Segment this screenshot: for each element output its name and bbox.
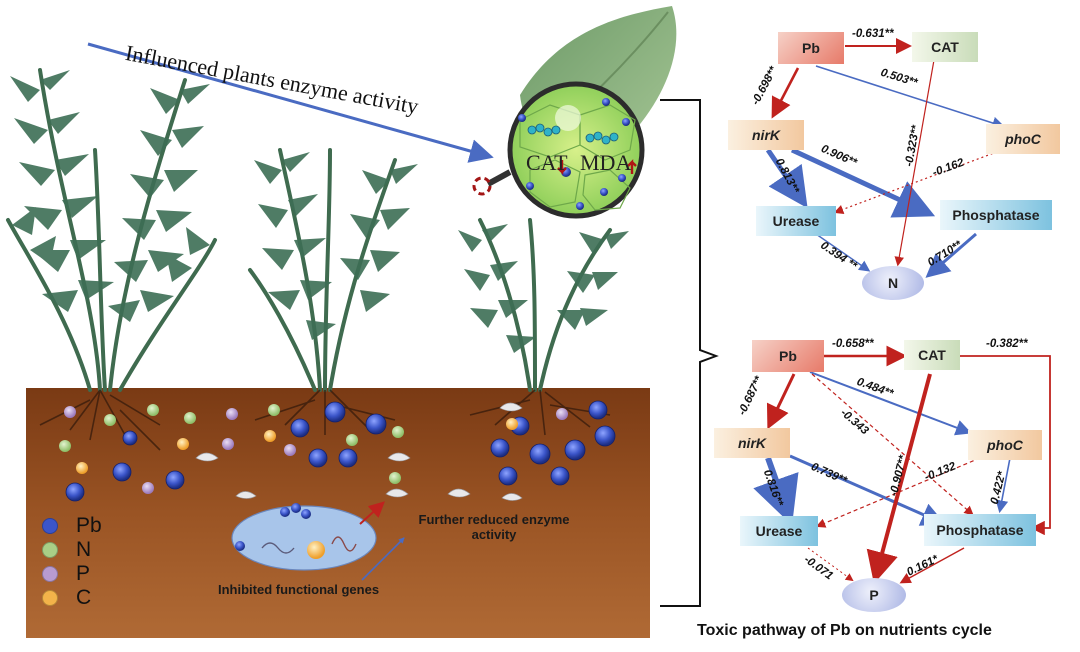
- magnifier-handle: [486, 169, 512, 187]
- top-node-phoc: phoC: [986, 124, 1060, 154]
- soil-c-particles: [76, 418, 518, 474]
- top-node-phosphatase: Phosphatase: [940, 200, 1052, 230]
- bottom-diagram-arrows: [753, 345, 1051, 584]
- legend-label: N: [76, 538, 92, 561]
- further-reduced-label: Further reduced enzyme activity: [418, 512, 570, 542]
- bottom-node-p: P: [842, 578, 906, 612]
- bottom-node-urease: Urease: [740, 516, 818, 546]
- legend-item-c: C: [42, 586, 91, 610]
- bottom-node-nirk: nirK: [714, 428, 790, 458]
- top-diagram-arrows: [765, 38, 1006, 278]
- lens-label-mda: MDA: [580, 150, 632, 175]
- coef-bottom-pb-cat: -0.658**: [832, 338, 874, 350]
- lens-cells: [519, 104, 636, 211]
- bacterium-cell: [231, 505, 377, 571]
- mda-up-arrow-icon: [627, 159, 637, 174]
- magnifier-end-icon: [472, 176, 492, 196]
- top-node-urease: Urease: [756, 206, 836, 236]
- bracket: [660, 99, 719, 607]
- bacterium-blue-arrow: [361, 537, 405, 581]
- soil-p-particles: [64, 406, 568, 494]
- top-node-nirk: nirK: [728, 120, 804, 150]
- soil-pb-particles: [65, 400, 616, 502]
- coef-top-pb-cat: -0.631**: [852, 28, 894, 40]
- soil-n-particles: [59, 404, 404, 484]
- inhibited-genes-label: Inhibited functional genes: [218, 582, 380, 597]
- bottom-node-phosphatase: Phosphatase: [924, 514, 1036, 546]
- enzyme-shapes: [195, 402, 523, 501]
- plant-right-leaves: [458, 224, 629, 353]
- pb-dot-icon: [42, 518, 58, 534]
- c-dot-icon: [42, 590, 58, 606]
- bottom-node-phoc: phoC: [968, 430, 1042, 460]
- bacterium-red-arrow: [359, 501, 385, 525]
- p-dot-icon: [42, 566, 58, 582]
- plant-middle-leaves: [254, 152, 418, 340]
- lens-highlight: [555, 105, 581, 131]
- lens-molecules: [527, 123, 619, 145]
- top-node-cat: CAT: [912, 32, 978, 62]
- legend-item-pb: Pb: [42, 514, 102, 538]
- lens-label-cat: CAT: [526, 150, 568, 175]
- cat-down-arrow-icon: [557, 160, 567, 175]
- bacterium-contents: [235, 503, 357, 559]
- caption: Toxic pathway of Pb on nutrients cycle: [697, 622, 992, 639]
- top-node-n: N: [862, 266, 924, 300]
- n-dot-icon: [42, 542, 58, 558]
- legend-item-n: N: [42, 538, 91, 562]
- top-node-pb: Pb: [778, 32, 844, 64]
- magnifier-lens: [507, 81, 645, 219]
- coef-bottom-cat-phosphatase: -0.382**: [986, 338, 1028, 350]
- bottom-node-pb: Pb: [752, 340, 824, 372]
- plant-left-leaves: [10, 70, 210, 322]
- legend-item-p: P: [42, 562, 90, 586]
- legend-label: P: [76, 562, 91, 585]
- plant-left: [6, 68, 217, 392]
- legend-label: C: [76, 586, 92, 609]
- legend-label: Pb: [76, 514, 102, 537]
- influence-arrow: [87, 42, 494, 163]
- bottom-node-cat: CAT: [904, 340, 960, 370]
